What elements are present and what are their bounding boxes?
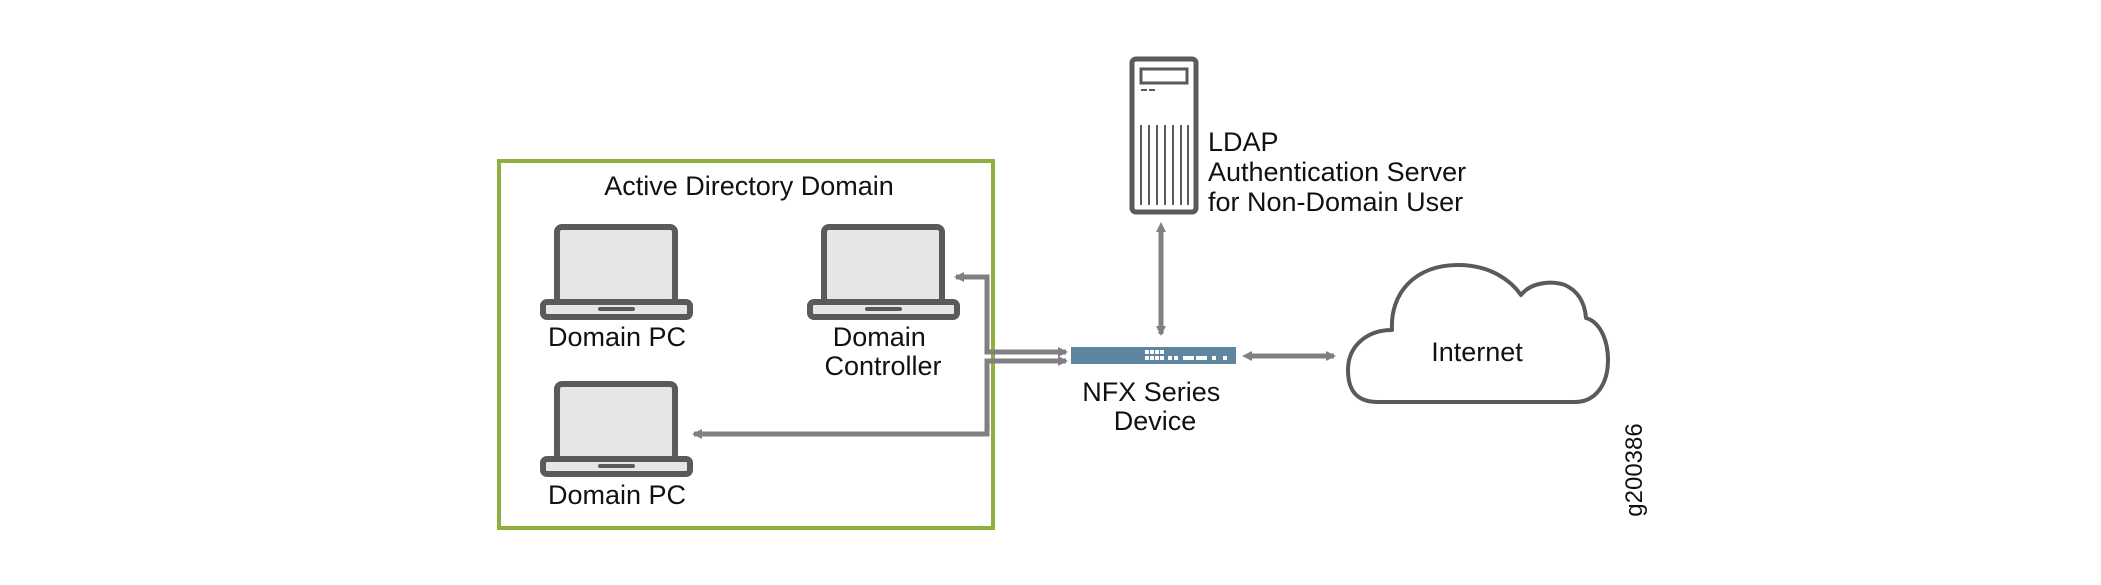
ldap-server-label: LDAP Authentication Server for Non-Domai…: [1208, 127, 1474, 217]
server-tower-icon: [1129, 56, 1199, 215]
active-directory-domain-group: Active Directory Domain: [497, 159, 995, 530]
laptop-icon: [543, 227, 690, 317]
nfx-device-label: NFX Series Device: [1082, 377, 1228, 436]
cloud-icon: [1346, 263, 1610, 404]
ldap-label-line-3: for Non-Domain User: [1208, 187, 1463, 217]
node-domain-pc-1[interactable]: Domain PC: [543, 227, 690, 352]
laptop-icon: [543, 384, 690, 474]
network-appliance-icon: [1071, 347, 1236, 364]
node-domain-pc-2[interactable]: Domain PC: [543, 384, 690, 510]
internet-label: Internet: [1431, 337, 1523, 367]
node-ldap-server[interactable]: LDAP Authentication Server for Non-Domai…: [1129, 56, 1474, 217]
node-nfx-device[interactable]: NFX Series Device: [1071, 347, 1236, 436]
domain-box-title: Active Directory Domain: [604, 171, 894, 201]
domain-controller-label: Domain Controller: [824, 322, 941, 381]
domain-pc-2-label: Domain PC: [548, 480, 686, 510]
domain-boundary-box: [497, 159, 995, 530]
nfx-device-label-line-1: NFX Series: [1082, 377, 1220, 407]
laptop-icon: [810, 227, 957, 317]
nfx-device-label-line-2: Device: [1114, 406, 1197, 436]
domain-controller-label-line-2: Controller: [824, 351, 941, 381]
domain-connectors: [692, 272, 1068, 439]
domain-controller-label-line-1: Domain: [833, 322, 926, 352]
node-domain-controller[interactable]: Domain Controller: [810, 227, 957, 381]
node-internet[interactable]: Internet: [1346, 263, 1610, 404]
connector-to-domain-controller: [954, 272, 1062, 355]
domain-pc-1-label: Domain PC: [548, 322, 686, 352]
ldap-label-line-2: Authentication Server: [1208, 157, 1466, 187]
ldap-label-line-1: LDAP: [1208, 127, 1278, 157]
figure-id-label: g200386: [1621, 423, 1648, 516]
